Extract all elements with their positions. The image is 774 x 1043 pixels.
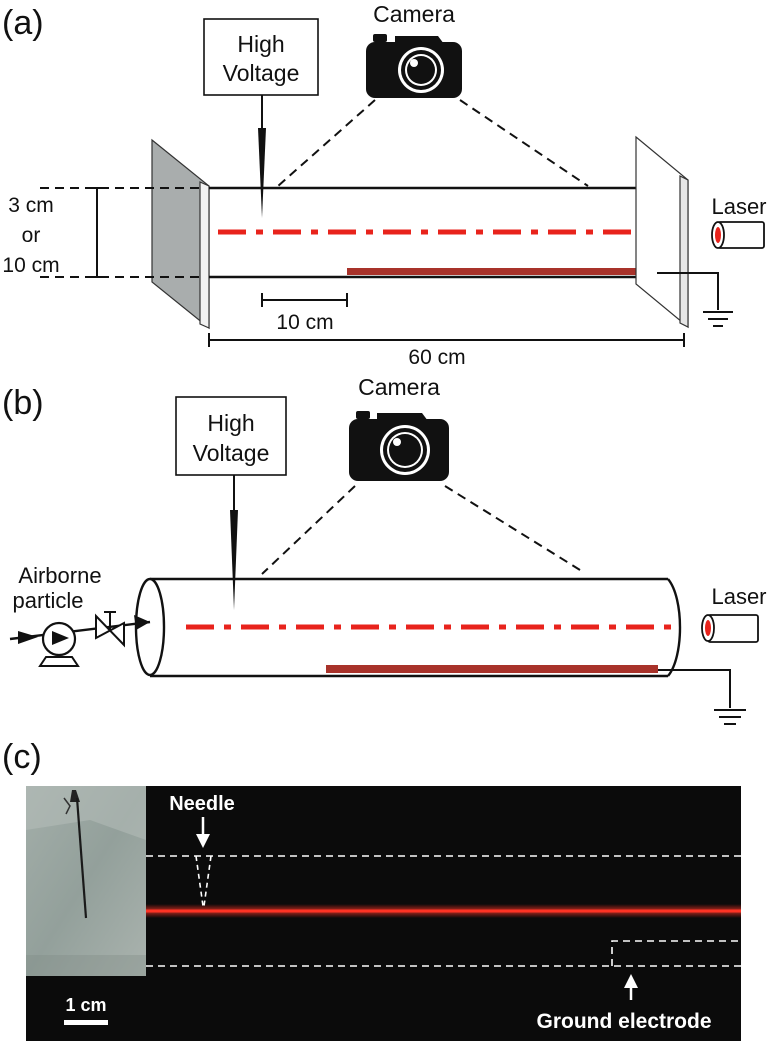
left-glass-edge <box>199 181 210 329</box>
ground-electrode <box>347 268 657 275</box>
inlet-arrowhead-icon <box>134 615 150 630</box>
high-voltage-b-line2: Voltage <box>193 440 270 466</box>
airborne-label-line1: Airborne <box>18 563 101 588</box>
pump-icon <box>38 621 80 667</box>
camera-icon <box>366 34 462 98</box>
panel-a-label: (a) <box>2 4 44 42</box>
needle-label: Needle <box>169 793 235 815</box>
high-voltage-label-line2: Voltage <box>223 60 300 86</box>
scale-label-c: 1 cm <box>65 995 106 1015</box>
camera-fov-right <box>459 99 589 187</box>
diameter-label-line1: 3 cm <box>8 194 54 217</box>
laser-label: Laser <box>711 194 766 219</box>
camera-label-b: Camera <box>358 374 440 400</box>
ground-symbol-icon <box>703 311 733 327</box>
ground-wire <box>657 272 719 310</box>
laser-icon-b <box>701 614 759 643</box>
length-label: 60 cm <box>408 346 465 369</box>
airborne-label-line2: particle <box>13 588 84 613</box>
panel-c-label: (c) <box>2 738 42 776</box>
needle-arrow-icon <box>196 834 210 848</box>
high-voltage-label-line1: High <box>237 31 284 57</box>
diameter-label-line2: or <box>22 224 41 247</box>
scale-bar-label: 10 cm <box>276 311 333 334</box>
laser-icon <box>711 221 765 249</box>
inlet-arrow-icon <box>18 631 38 644</box>
valve-icon <box>95 611 125 648</box>
high-voltage-box-b <box>175 396 287 476</box>
camera-fov-right-b <box>444 485 581 571</box>
high-voltage-b-line1: High <box>207 410 254 436</box>
panel-b-label: (b) <box>2 384 44 422</box>
camera-fov-left-b <box>261 485 356 575</box>
right-glass-edge <box>679 175 689 328</box>
scale-bar-c <box>64 1020 108 1025</box>
diameter-label-line3: 10 cm <box>2 254 59 277</box>
ground-electrode-b <box>326 665 658 673</box>
needle-photo-inset <box>26 786 146 976</box>
high-voltage-box <box>203 18 319 96</box>
electrode-outline <box>611 940 741 966</box>
panel-a: (a) High Voltage Camera <box>2 1 767 369</box>
camera-fov-left <box>277 99 376 187</box>
panel-c: (c) Needle Ground electrode 1 cm <box>2 738 741 1041</box>
ground-symbol-icon-b <box>714 709 746 725</box>
ground-wire-b <box>658 669 731 708</box>
electrode-arrow-icon <box>624 974 638 988</box>
camera-icon-b <box>349 411 449 481</box>
panel-b: (b) High Voltage Camera <box>2 374 767 725</box>
electrode-label: Ground electrode <box>536 1010 711 1033</box>
camera-label: Camera <box>373 1 455 27</box>
laser-label-b: Laser <box>711 584 766 609</box>
needle-icon-b <box>230 510 238 610</box>
needle-icon <box>258 128 266 218</box>
